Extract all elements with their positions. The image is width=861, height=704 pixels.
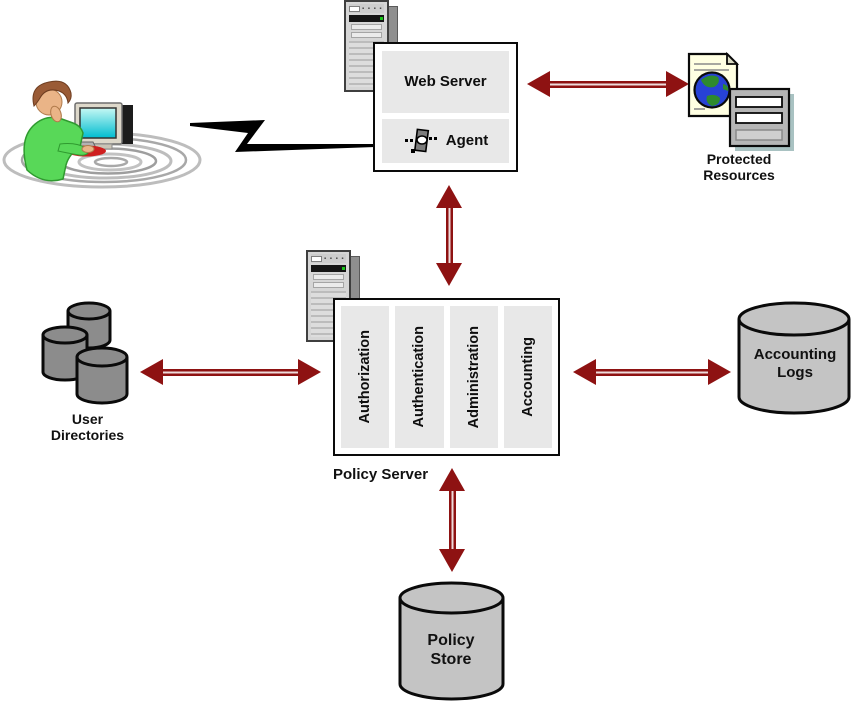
- arrow-policyserver-accountinglogs: [573, 358, 731, 386]
- agent-plugin-icon: [404, 128, 437, 153]
- policy-module-authorization: Authorization: [341, 306, 390, 448]
- arrow-directories-policyserver: [140, 358, 321, 386]
- arrow-webserver-policyserver: [435, 185, 463, 286]
- database-cylinder-icon: [737, 319, 851, 415]
- policy-store-label: Policy Store: [427, 632, 475, 669]
- accounting-logs-icon: [737, 301, 851, 415]
- web-server-box: Web Server Agent: [373, 42, 518, 172]
- web-server-label: Web Server: [404, 73, 487, 91]
- user-workstation-illustration: [2, 80, 202, 189]
- agent-label: Agent: [445, 132, 489, 150]
- protected-resources-label: Protected Resources: [703, 151, 775, 184]
- database-cylinder-icon: [75, 357, 129, 405]
- protected-resources-icon: [687, 51, 794, 151]
- user-directories-icon: [41, 301, 129, 405]
- accounting-logs-label: Accounting Logs: [753, 346, 837, 381]
- policy-module-authentication: Authentication: [395, 306, 444, 448]
- person: [23, 80, 95, 182]
- policy-server-label: Policy Server: [333, 466, 429, 483]
- database-cylinder-icon: [398, 598, 505, 701]
- policy-server-box: Authorization Authentication Administrat…: [333, 298, 560, 456]
- arrow-policyserver-policystore: [438, 468, 466, 572]
- user-directories-label: User Directories: [50, 411, 125, 444]
- agent-panel: Agent: [382, 118, 509, 163]
- web-server-panel: Web Server: [382, 51, 509, 113]
- policy-module-administration: Administration: [449, 306, 498, 448]
- form-window-icon: [728, 87, 794, 151]
- lightning-bolt-icon: [190, 120, 375, 152]
- arrow-webserver-resources: [527, 70, 689, 98]
- monitor-icon: [74, 102, 123, 150]
- globe-icon: [693, 71, 731, 109]
- policy-store-icon: [398, 581, 505, 701]
- policy-module-accounting: Accounting: [503, 306, 552, 448]
